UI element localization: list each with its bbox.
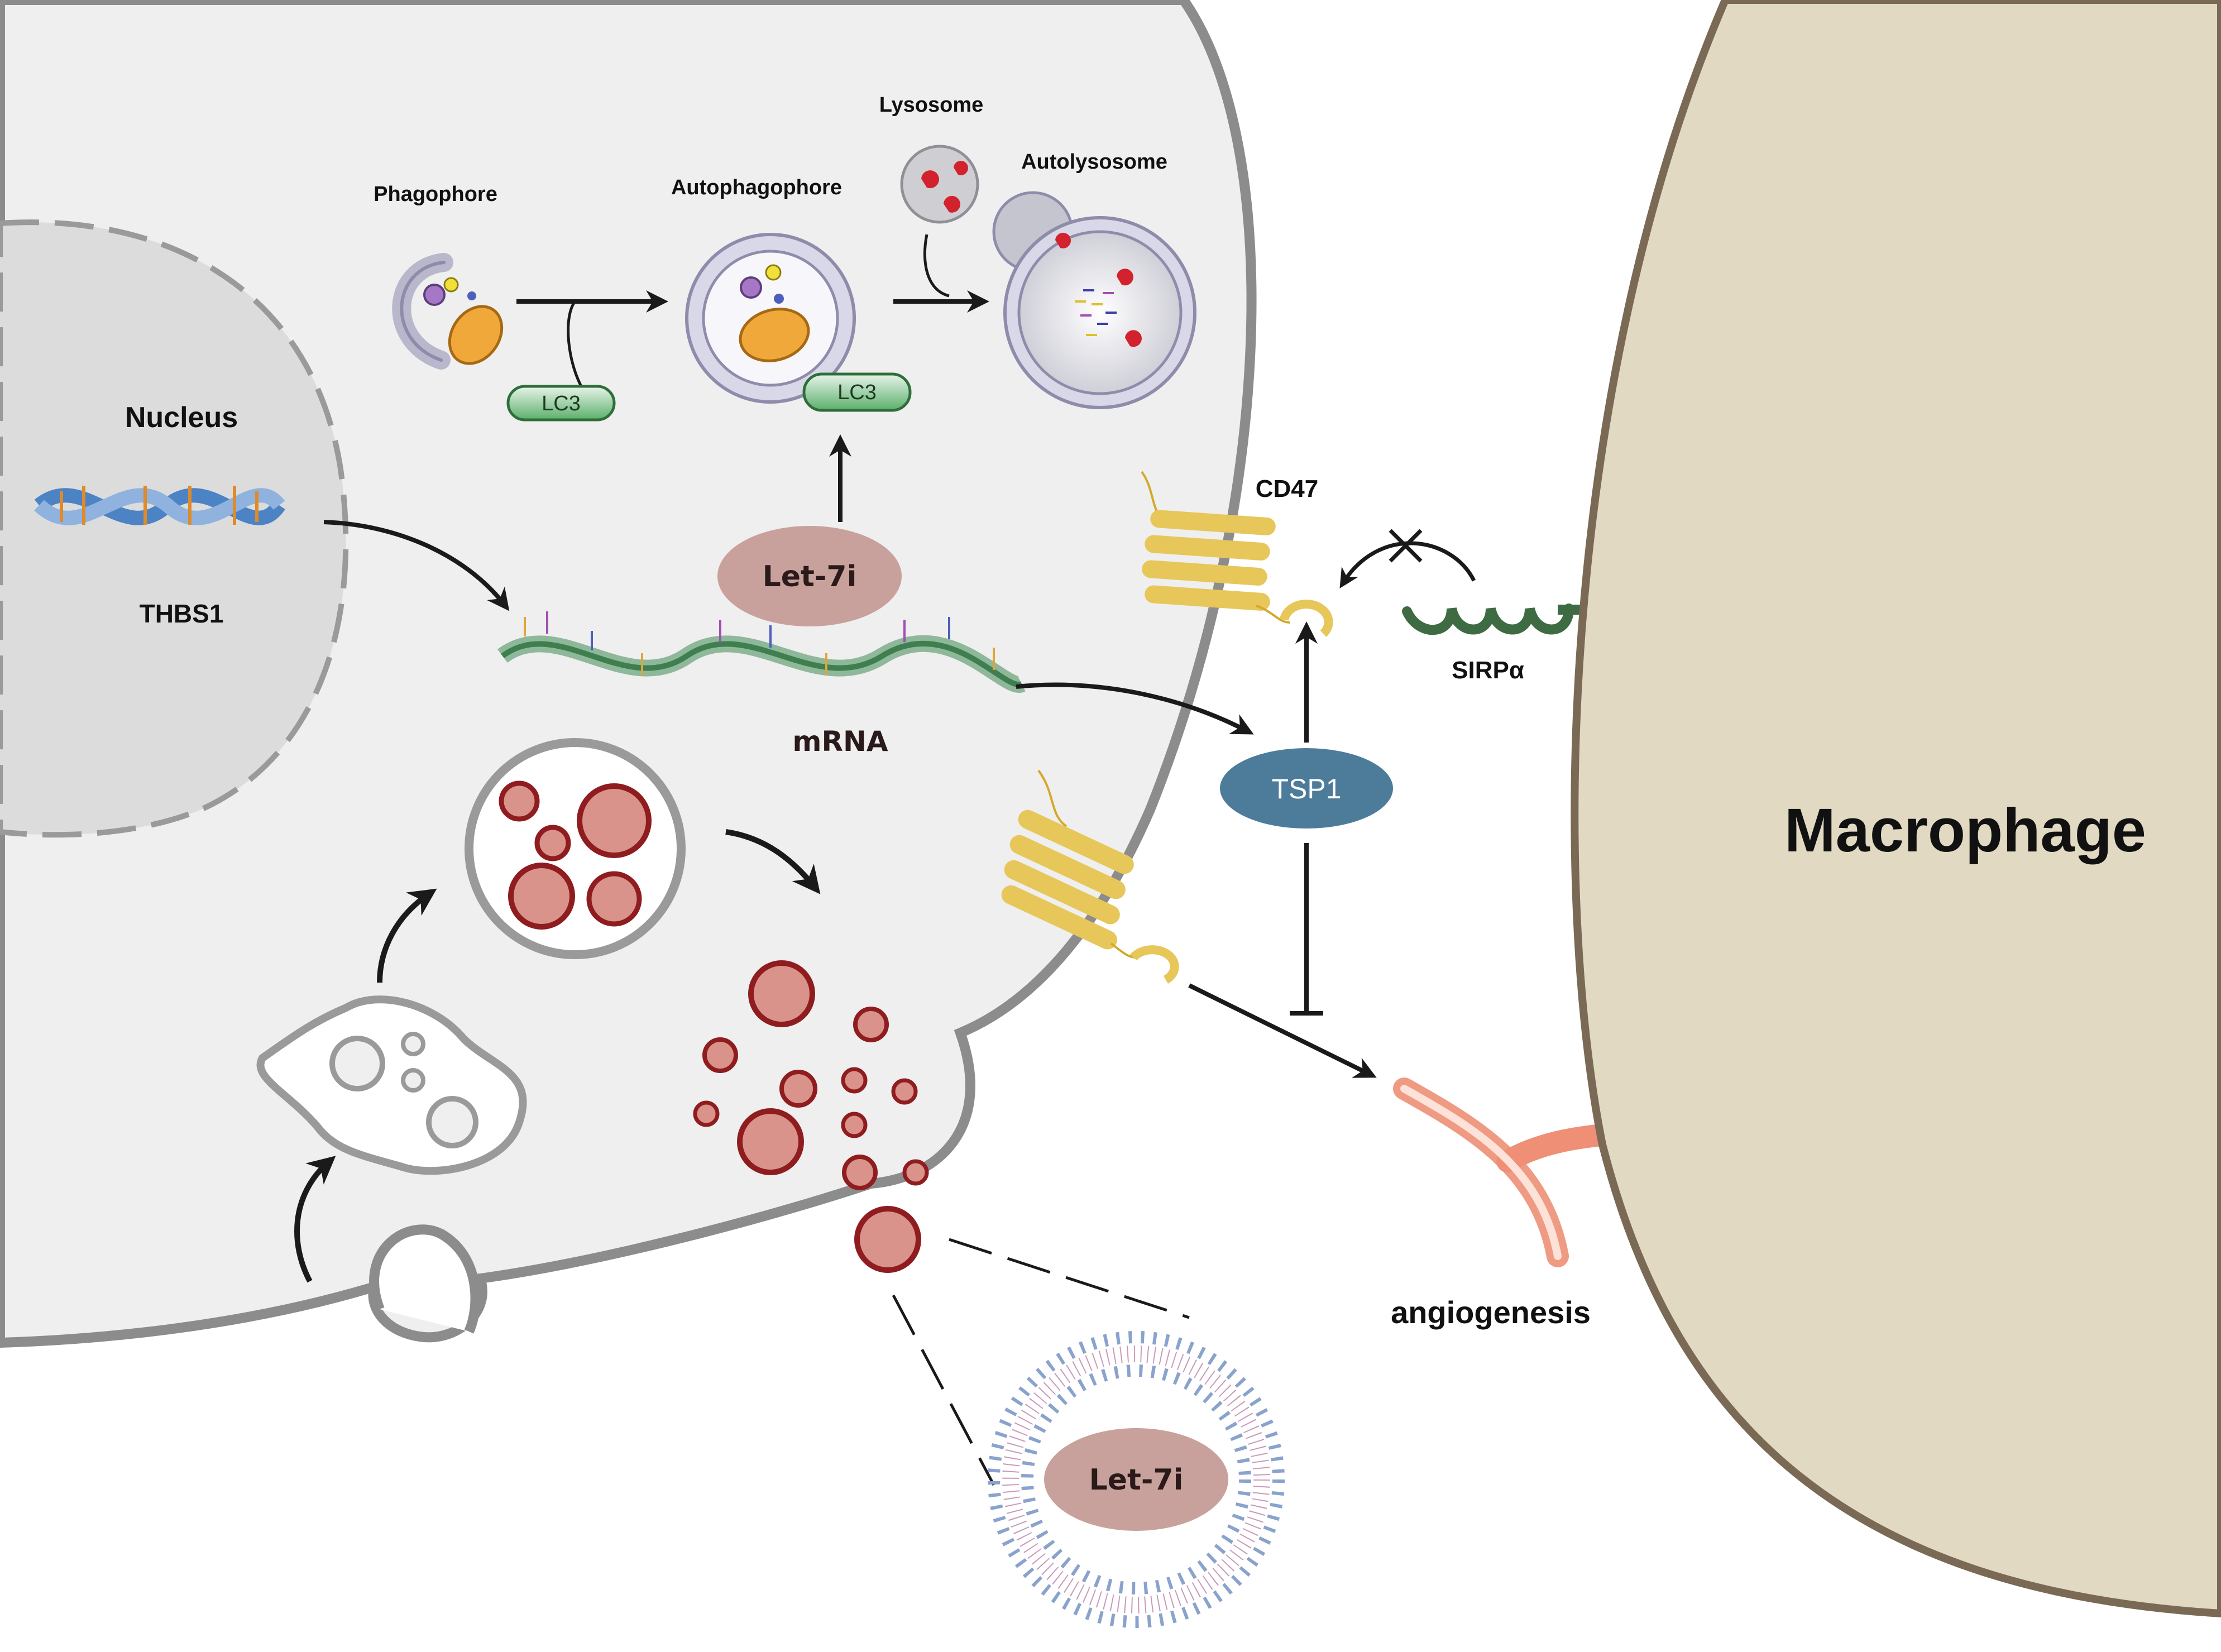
macrophage: Macrophage [1571, 0, 2221, 1618]
cd47-receptor-bottom [1001, 769, 1179, 984]
autophagophore [685, 233, 856, 404]
let7i-exosome-label: Let-7i [1089, 1463, 1184, 1497]
autolysosome-label: Autolysosome [1021, 150, 1167, 174]
phagophore [392, 253, 504, 370]
cd47-label: CD47 [1256, 475, 1319, 502]
lc3-right-label: LC3 [837, 381, 877, 404]
tsp1-label: TSP1 [1271, 773, 1341, 805]
let7i-cell: Let-7i [717, 526, 902, 626]
sirpa-label: SIRPα [1452, 657, 1524, 684]
nucleus: Nucleus THBS1 [0, 219, 349, 838]
lc3-left-label: LC3 [542, 392, 581, 415]
lysosome [900, 145, 979, 224]
autolysosome [992, 191, 1196, 409]
macrophage-label: Macrophage [1784, 796, 2146, 865]
autophagophore-label: Autophagophore [671, 176, 842, 199]
let7i-exosome: Let-7i [1044, 1428, 1228, 1531]
gene-label: THBS1 [140, 599, 224, 628]
blood-vessel-icon [1393, 1078, 1630, 1267]
lc3-protein-left: LC3 [506, 385, 616, 422]
multivesicular-body [465, 738, 686, 959]
mrna-label: mRNA [792, 725, 888, 758]
lysosome-label: Lysosome [879, 93, 984, 117]
blocked-cross-icon [1389, 529, 1423, 563]
mrna-strand [497, 611, 1026, 693]
angiogenesis-label: angiogenesis [1391, 1295, 1591, 1330]
exosome-release [693, 960, 929, 1273]
nucleus-label: Nucleus [125, 401, 238, 434]
cd47-receptor-top [1141, 471, 1333, 637]
autophagy-pathway: Phagophore Autophagophore Lysosome Autol… [374, 93, 1196, 422]
endocytic-pit [369, 1224, 481, 1334]
let7i-cell-label: Let-7i [763, 560, 857, 593]
tsp1-protein: TSP1 [1220, 748, 1393, 829]
dna-helix-icon [34, 486, 285, 525]
phagophore-label: Phagophore [374, 183, 497, 206]
early-endosome [256, 995, 527, 1175]
lc3-protein-right: LC3 [802, 372, 912, 412]
